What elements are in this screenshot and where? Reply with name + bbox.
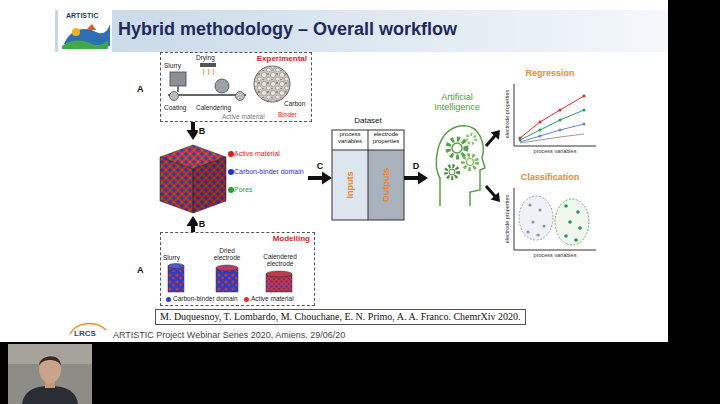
node-text: Dataset — [332, 116, 404, 125]
node-text: Inputs — [345, 172, 355, 199]
arrow-shaft — [308, 176, 323, 180]
node-text: Modelling — [273, 234, 310, 243]
flow-arrow — [308, 172, 332, 185]
edge-label: D — [412, 161, 421, 171]
flow-arrow — [486, 186, 500, 202]
logo-text: ARTISTIC — [66, 12, 98, 20]
arrow-shaft — [191, 122, 195, 131]
logo-text: LRCS — [74, 329, 96, 338]
flow-arrow — [486, 130, 500, 146]
node-text: Carbon-binder domain — [234, 168, 304, 176]
edge-label: B — [198, 219, 207, 229]
process-label: Drying — [196, 54, 215, 61]
node-text: Experimental — [257, 54, 307, 63]
arrow-head — [491, 192, 500, 202]
edge-label: B — [198, 126, 207, 136]
slide-title: Hybrid methodology – Overall workflow — [118, 19, 457, 40]
ai-gears: Artificial Intelligence — [428, 92, 486, 214]
node-text: Classification — [500, 172, 600, 182]
node-text: Pores — [234, 186, 252, 194]
callout-letter: A — [137, 265, 144, 275]
node-text: electrode properties — [369, 131, 403, 145]
material-label: Carbon — [284, 100, 305, 107]
node-text: Regression — [500, 68, 600, 78]
citation: M. Duquesnoy, T. Lombardo, M. Chouchane,… — [155, 309, 526, 325]
electrode-cube: Active materialCarbon-binder domainPores — [158, 140, 308, 216]
modelling-box: Modelling — [160, 232, 315, 306]
model-label: Calendered electrode — [256, 253, 304, 268]
node-text: electrode properties — [504, 90, 510, 139]
legend-text: Active material — [251, 295, 294, 302]
node-text: Active material — [234, 150, 280, 158]
arrow-shaft — [486, 135, 495, 146]
node-text: process variables — [514, 148, 596, 154]
classification-chart: Classification electrode properties proces… — [500, 172, 600, 264]
process-label: Calendering — [196, 104, 231, 111]
legend-swatch — [244, 297, 249, 302]
node-text: process variables — [333, 131, 367, 145]
node-text: Artificial Intelligence — [428, 92, 486, 113]
process-label: Coating — [164, 104, 186, 111]
node-text: process variables — [514, 252, 596, 258]
legend-swatch — [166, 297, 171, 302]
arrow-shaft — [404, 176, 419, 180]
footer-text: ARTISTIC Project Webinar Series 2020, Am… — [113, 330, 345, 340]
callout-letter: A — [137, 84, 144, 94]
model-label: Slurry — [163, 254, 180, 261]
node-text: electrode properties — [504, 195, 510, 244]
edge-label: C — [316, 161, 325, 171]
arrow-shaft — [191, 225, 195, 232]
dataset-table: Dataset process variableselectrode proper… — [332, 116, 404, 220]
process-label: Slurry — [164, 62, 181, 69]
material-label: Active material — [222, 113, 265, 120]
arrow-head — [418, 172, 428, 185]
arrow-shaft — [486, 186, 495, 197]
regression-chart: Regression electrode properties process va… — [500, 68, 600, 158]
material-label: Binder — [278, 111, 297, 118]
arrow-head — [322, 172, 332, 185]
legend-text: Carbon-binder domain — [173, 295, 238, 302]
model-label: Dried electrode — [206, 247, 248, 262]
flow-arrow — [404, 172, 428, 185]
arrow-head — [491, 130, 500, 140]
node-text: Outputs — [381, 168, 391, 203]
